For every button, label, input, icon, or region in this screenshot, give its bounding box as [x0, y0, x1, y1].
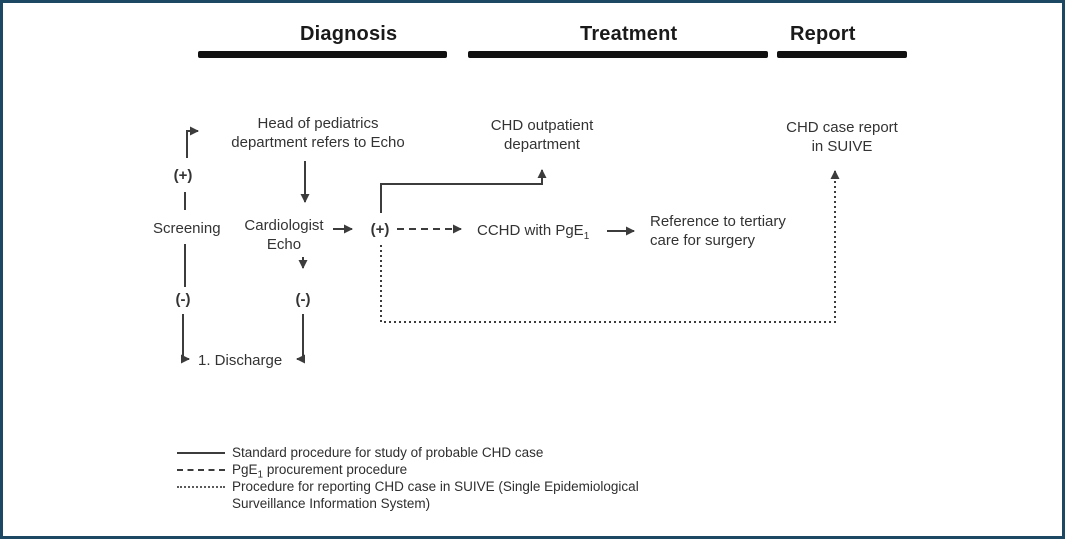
head-of-pediatrics-line2: department refers to Echo [231, 134, 405, 151]
diagnosis-underline-bar [198, 51, 447, 58]
case-report-line1: CHD case report [786, 119, 898, 136]
connector-plus-to-outpatient [380, 169, 547, 213]
header-report: Report [790, 23, 856, 45]
chd-outpatient-line2: department [504, 136, 580, 153]
connector-screening-negative-to-discharge [181, 314, 190, 364]
legend-dashed-label: PgE1 procurement procedure [232, 461, 408, 481]
solid-line-sample [177, 451, 225, 454]
dashed-line-sample [177, 468, 225, 471]
legend-dashed-label-pre: PgE [232, 462, 258, 477]
treatment-underline-bar [468, 51, 768, 58]
node-head-of-pediatrics: Head of pediatrics department refers to … [207, 114, 429, 152]
legend-solid-label: Standard procedure for study of probable… [232, 445, 544, 460]
reference-line2: care for surgery [650, 232, 756, 249]
node-discharge: 1. Discharge [198, 352, 283, 369]
cchd-text: CCHD with PgE [477, 222, 584, 239]
header-diagnosis: Diagnosis [300, 23, 398, 45]
header-treatment: Treatment [580, 23, 678, 45]
legend-dotted-label: Procedure for reporting CHD case in SUIV… [232, 479, 639, 494]
legend-row-dotted-continuation: Surveillance Information System) [177, 495, 639, 512]
head-of-pediatrics-line1: Head of pediatrics [257, 115, 379, 132]
dotted-line-sample [177, 485, 225, 488]
node-screening: Screening [153, 220, 221, 237]
report-underline-bar [777, 51, 907, 58]
node-chd-outpatient: CHD outpatient department [482, 116, 602, 154]
cardiologist-line1: Cardiologist [244, 217, 324, 234]
screening-negative-sign: (-) [175, 291, 191, 308]
chd-outpatient-line1: CHD outpatient [490, 117, 594, 134]
legend-dashed-label-sub: 1 [257, 469, 264, 481]
connector-echo-negative-to-discharge [296, 314, 305, 364]
reference-line1: Reference to tertiary [650, 213, 786, 230]
echo-negative-sign: (-) [295, 291, 311, 308]
case-report-line2: in SUIVE [811, 138, 873, 155]
cchd-subscript: 1 [583, 231, 590, 242]
echo-positive-sign: (+) [370, 221, 390, 238]
node-chd-case-report: CHD case report in SUIVE [777, 118, 907, 156]
connector-screening-positive-to-pediatrics [186, 126, 199, 158]
cardiologist-line2: Echo [266, 236, 302, 253]
legend-row-solid: Standard procedure for study of probable… [177, 444, 639, 461]
legend: Standard procedure for study of probable… [177, 444, 639, 512]
legend-dashed-label-post: procurement procedure [263, 462, 408, 477]
screening-positive-sign: (+) [173, 167, 193, 184]
legend-row-dashed: PgE1 procurement procedure [177, 461, 639, 481]
node-cardiologist-echo: Cardiologist Echo [234, 216, 334, 254]
legend-dotted-label-line2: Surveillance Information System) [232, 496, 431, 511]
legend-row-dotted: Procedure for reporting CHD case in SUIV… [177, 478, 639, 495]
node-reference-tertiary: Reference to tertiary care for surgery [650, 212, 786, 250]
node-cchd-pge1: CCHD with PgE1 [477, 221, 590, 242]
